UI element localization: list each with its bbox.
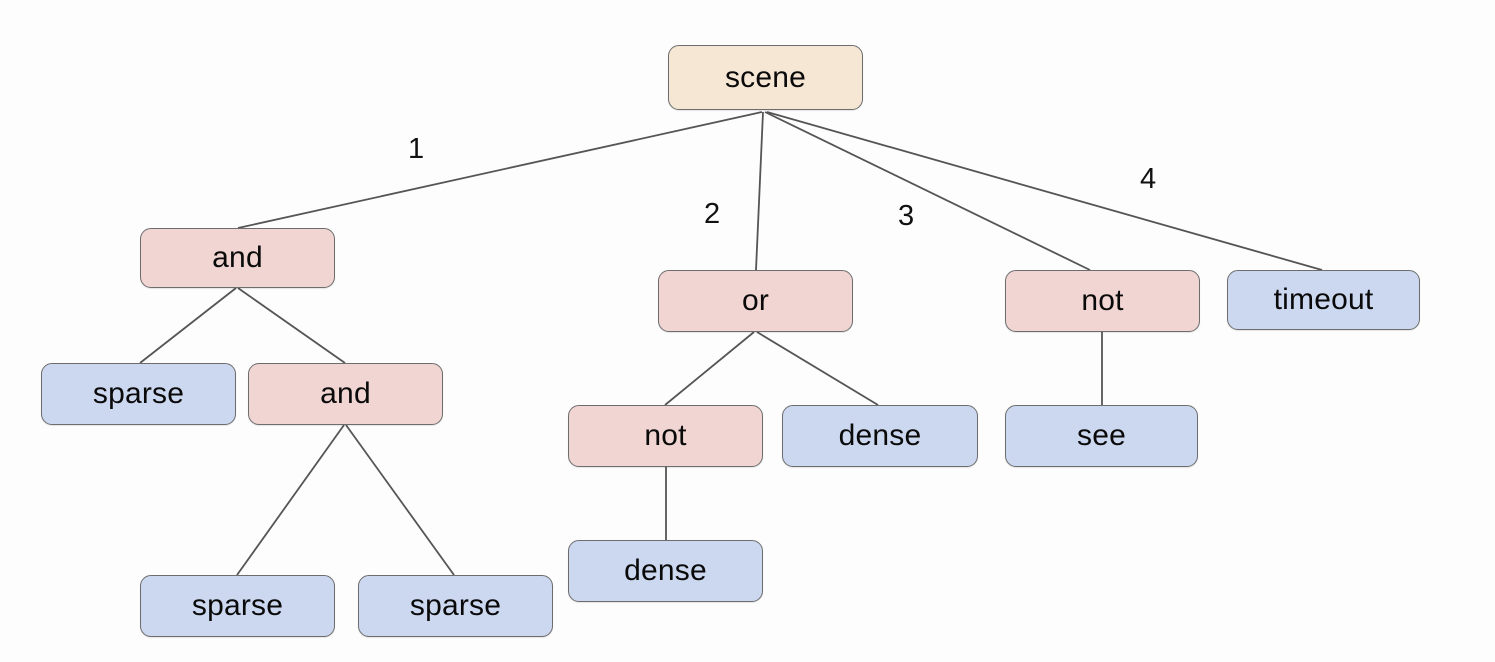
tree-node-not1[interactable]: not <box>1005 270 1200 332</box>
tree-node-dense2[interactable]: dense <box>568 540 763 602</box>
edge-label-3: 3 <box>898 200 915 232</box>
tree-edge-or1-to-dense1 <box>756 331 879 406</box>
tree-node-not2[interactable]: not <box>568 405 763 467</box>
tree-node-label: sparse <box>92 377 185 410</box>
tree-edge-and2-to-sparse3 <box>345 424 455 576</box>
tree-node-see1[interactable]: see <box>1005 405 1198 467</box>
tree-node-label: and <box>320 377 371 410</box>
tree-edge-and2-to-sparse2 <box>236 424 345 576</box>
tree-edge-or1-to-not2 <box>664 331 755 406</box>
tree-edge-and1-to-sparse1 <box>139 287 237 364</box>
tree-node-label: see <box>1077 419 1126 452</box>
tree-node-and1[interactable]: and <box>140 228 335 288</box>
edge-label-2: 2 <box>704 198 721 230</box>
tree-node-sparse1[interactable]: sparse <box>41 363 236 425</box>
tree-node-label: not <box>644 419 687 452</box>
edge-label-1: 1 <box>408 133 425 165</box>
tree-node-sparse3[interactable]: sparse <box>358 575 553 637</box>
tree-node-timeout1[interactable]: timeout <box>1227 270 1420 330</box>
tree-edge-scene-to-not1 <box>764 111 1091 271</box>
tree-node-label: timeout <box>1273 283 1374 316</box>
tree-node-or1[interactable]: or <box>658 270 853 332</box>
tree-node-scene[interactable]: scene <box>668 45 863 110</box>
tree-edge-and1-to-and2 <box>237 287 346 364</box>
tree-node-label: and <box>212 241 263 274</box>
tree-node-label: scene <box>724 60 807 94</box>
tree-node-dense1[interactable]: dense <box>782 405 978 467</box>
tree-node-label: dense <box>838 419 922 452</box>
tree-node-and2[interactable]: and <box>248 363 443 425</box>
tree-edge-scene-to-and1 <box>237 111 763 229</box>
tree-edge-scene-to-or1 <box>755 111 764 271</box>
tree-node-sparse2[interactable]: sparse <box>140 575 335 637</box>
tree-node-label: sparse <box>409 589 502 622</box>
tree-node-label: not <box>1081 284 1124 317</box>
edge-label-4: 4 <box>1140 163 1157 195</box>
tree-node-label: dense <box>624 554 707 587</box>
tree-node-label: sparse <box>191 589 284 622</box>
tree-node-label: or <box>741 284 770 317</box>
tree-edge-scene-to-timeout1 <box>766 111 1323 271</box>
